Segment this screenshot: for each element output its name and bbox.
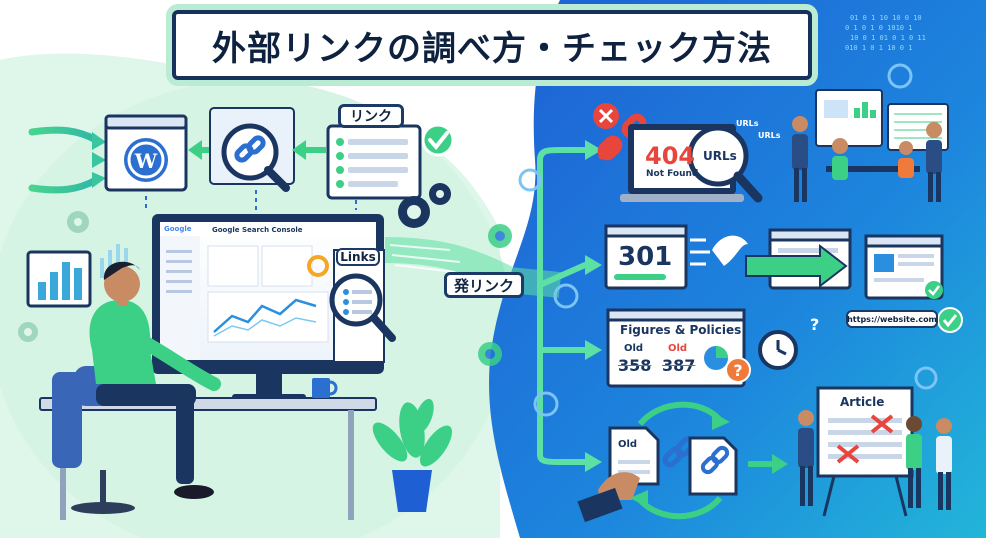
arrow-to-magnifier xyxy=(292,140,326,160)
page-title: 外部リンクの調べ方・チェック方法 xyxy=(212,28,772,69)
hatsu-link-tag: 発リンク xyxy=(444,272,524,298)
cycle-arrowheads xyxy=(630,412,730,508)
svg-text:?: ? xyxy=(733,361,742,380)
old-doc-label: Old xyxy=(618,439,638,450)
magnifier-icon xyxy=(209,107,295,192)
plant xyxy=(372,398,453,512)
urls-magnifier-label: URLs xyxy=(703,149,737,163)
svg-text:10 0 1 01 0 1 0 11: 10 0 1 01 0 1 0 11 xyxy=(850,34,926,42)
pie-chart-icon xyxy=(704,346,728,370)
figures-title: Figures & Policies xyxy=(620,323,742,337)
title-banner: 外部リンクの調べ方・チェック方法 xyxy=(172,10,812,80)
old-label-1: Old xyxy=(624,343,644,354)
hatsu-link-tag-label: 発リンク xyxy=(453,276,514,295)
search-console-title: Google Search Console xyxy=(212,226,303,234)
gear-icon-small xyxy=(18,211,89,342)
url-check-icon xyxy=(937,307,963,333)
redirect-code: 301 xyxy=(618,242,673,272)
incoming-arrows xyxy=(16,126,100,194)
hand-holding xyxy=(577,472,640,523)
link-tag-label: リンク xyxy=(350,109,392,125)
svg-text:?: ? xyxy=(810,315,819,334)
urls-small-1: URLs xyxy=(736,119,759,128)
google-logo: Google xyxy=(164,225,192,233)
redirect-arrows xyxy=(690,238,710,266)
team-meeting xyxy=(792,89,949,202)
gear-icon-outline xyxy=(518,63,938,417)
team-at-board xyxy=(798,410,952,510)
mug xyxy=(312,378,338,398)
svg-text:010 1 0 1 10 0 1: 010 1 0 1 10 0 1 xyxy=(845,44,912,52)
error-x-icon xyxy=(593,103,619,129)
links-tag-label: Links xyxy=(340,250,376,264)
wordpress-window: W xyxy=(104,114,188,192)
article-board xyxy=(816,386,914,517)
flow-lines xyxy=(389,244,461,273)
error-text: Not Found xyxy=(646,169,699,179)
urls-small-2: URLs xyxy=(758,131,781,140)
new-document xyxy=(688,436,738,496)
chain-link-icon xyxy=(234,135,266,163)
old-value-1: 358 xyxy=(618,356,652,375)
old-value-2: 387 xyxy=(662,356,696,375)
gear-icon xyxy=(398,183,451,228)
website-url: https://website.com xyxy=(847,314,937,324)
check-icon xyxy=(421,123,455,157)
dashed-connectors xyxy=(145,190,357,210)
bar-chart-icon xyxy=(26,250,92,308)
error-code: 404 xyxy=(645,142,696,170)
redirect-window xyxy=(604,224,688,290)
person-at-desk xyxy=(52,261,221,514)
links-magnifier xyxy=(329,249,396,363)
question-icon: ? xyxy=(725,357,751,383)
link-list-card xyxy=(326,124,422,200)
bird-icon xyxy=(712,235,748,266)
link-tag: リンク xyxy=(338,104,404,128)
arrow-to-article xyxy=(748,454,788,474)
branch-arrowheads xyxy=(585,140,602,472)
svg-text:0 1 0 1 0 1010 1: 0 1 0 1 0 1010 1 xyxy=(845,24,912,32)
links-tag: Links xyxy=(336,248,380,266)
branch-connectors xyxy=(537,147,588,465)
svg-text:01 0 1 10 10 0 10: 01 0 1 10 10 0 10 xyxy=(850,14,922,22)
arrow-icon xyxy=(745,243,848,289)
old-label-2: Old xyxy=(668,343,688,354)
website-url-tag: https://website.com xyxy=(846,310,938,328)
urls-magnifier xyxy=(687,125,763,203)
website-window xyxy=(864,234,944,300)
incoming-arrowheads xyxy=(92,132,106,188)
old-document xyxy=(608,426,660,486)
clock-icon: ? xyxy=(758,315,819,370)
article-label: Article xyxy=(840,395,885,409)
binary-decoration: 01 0 1 10 10 0 10 0 1 0 1 0 1010 1 10 0 … xyxy=(845,14,926,52)
gear-icon-blue xyxy=(478,224,512,366)
svg-text:W: W xyxy=(134,149,158,173)
